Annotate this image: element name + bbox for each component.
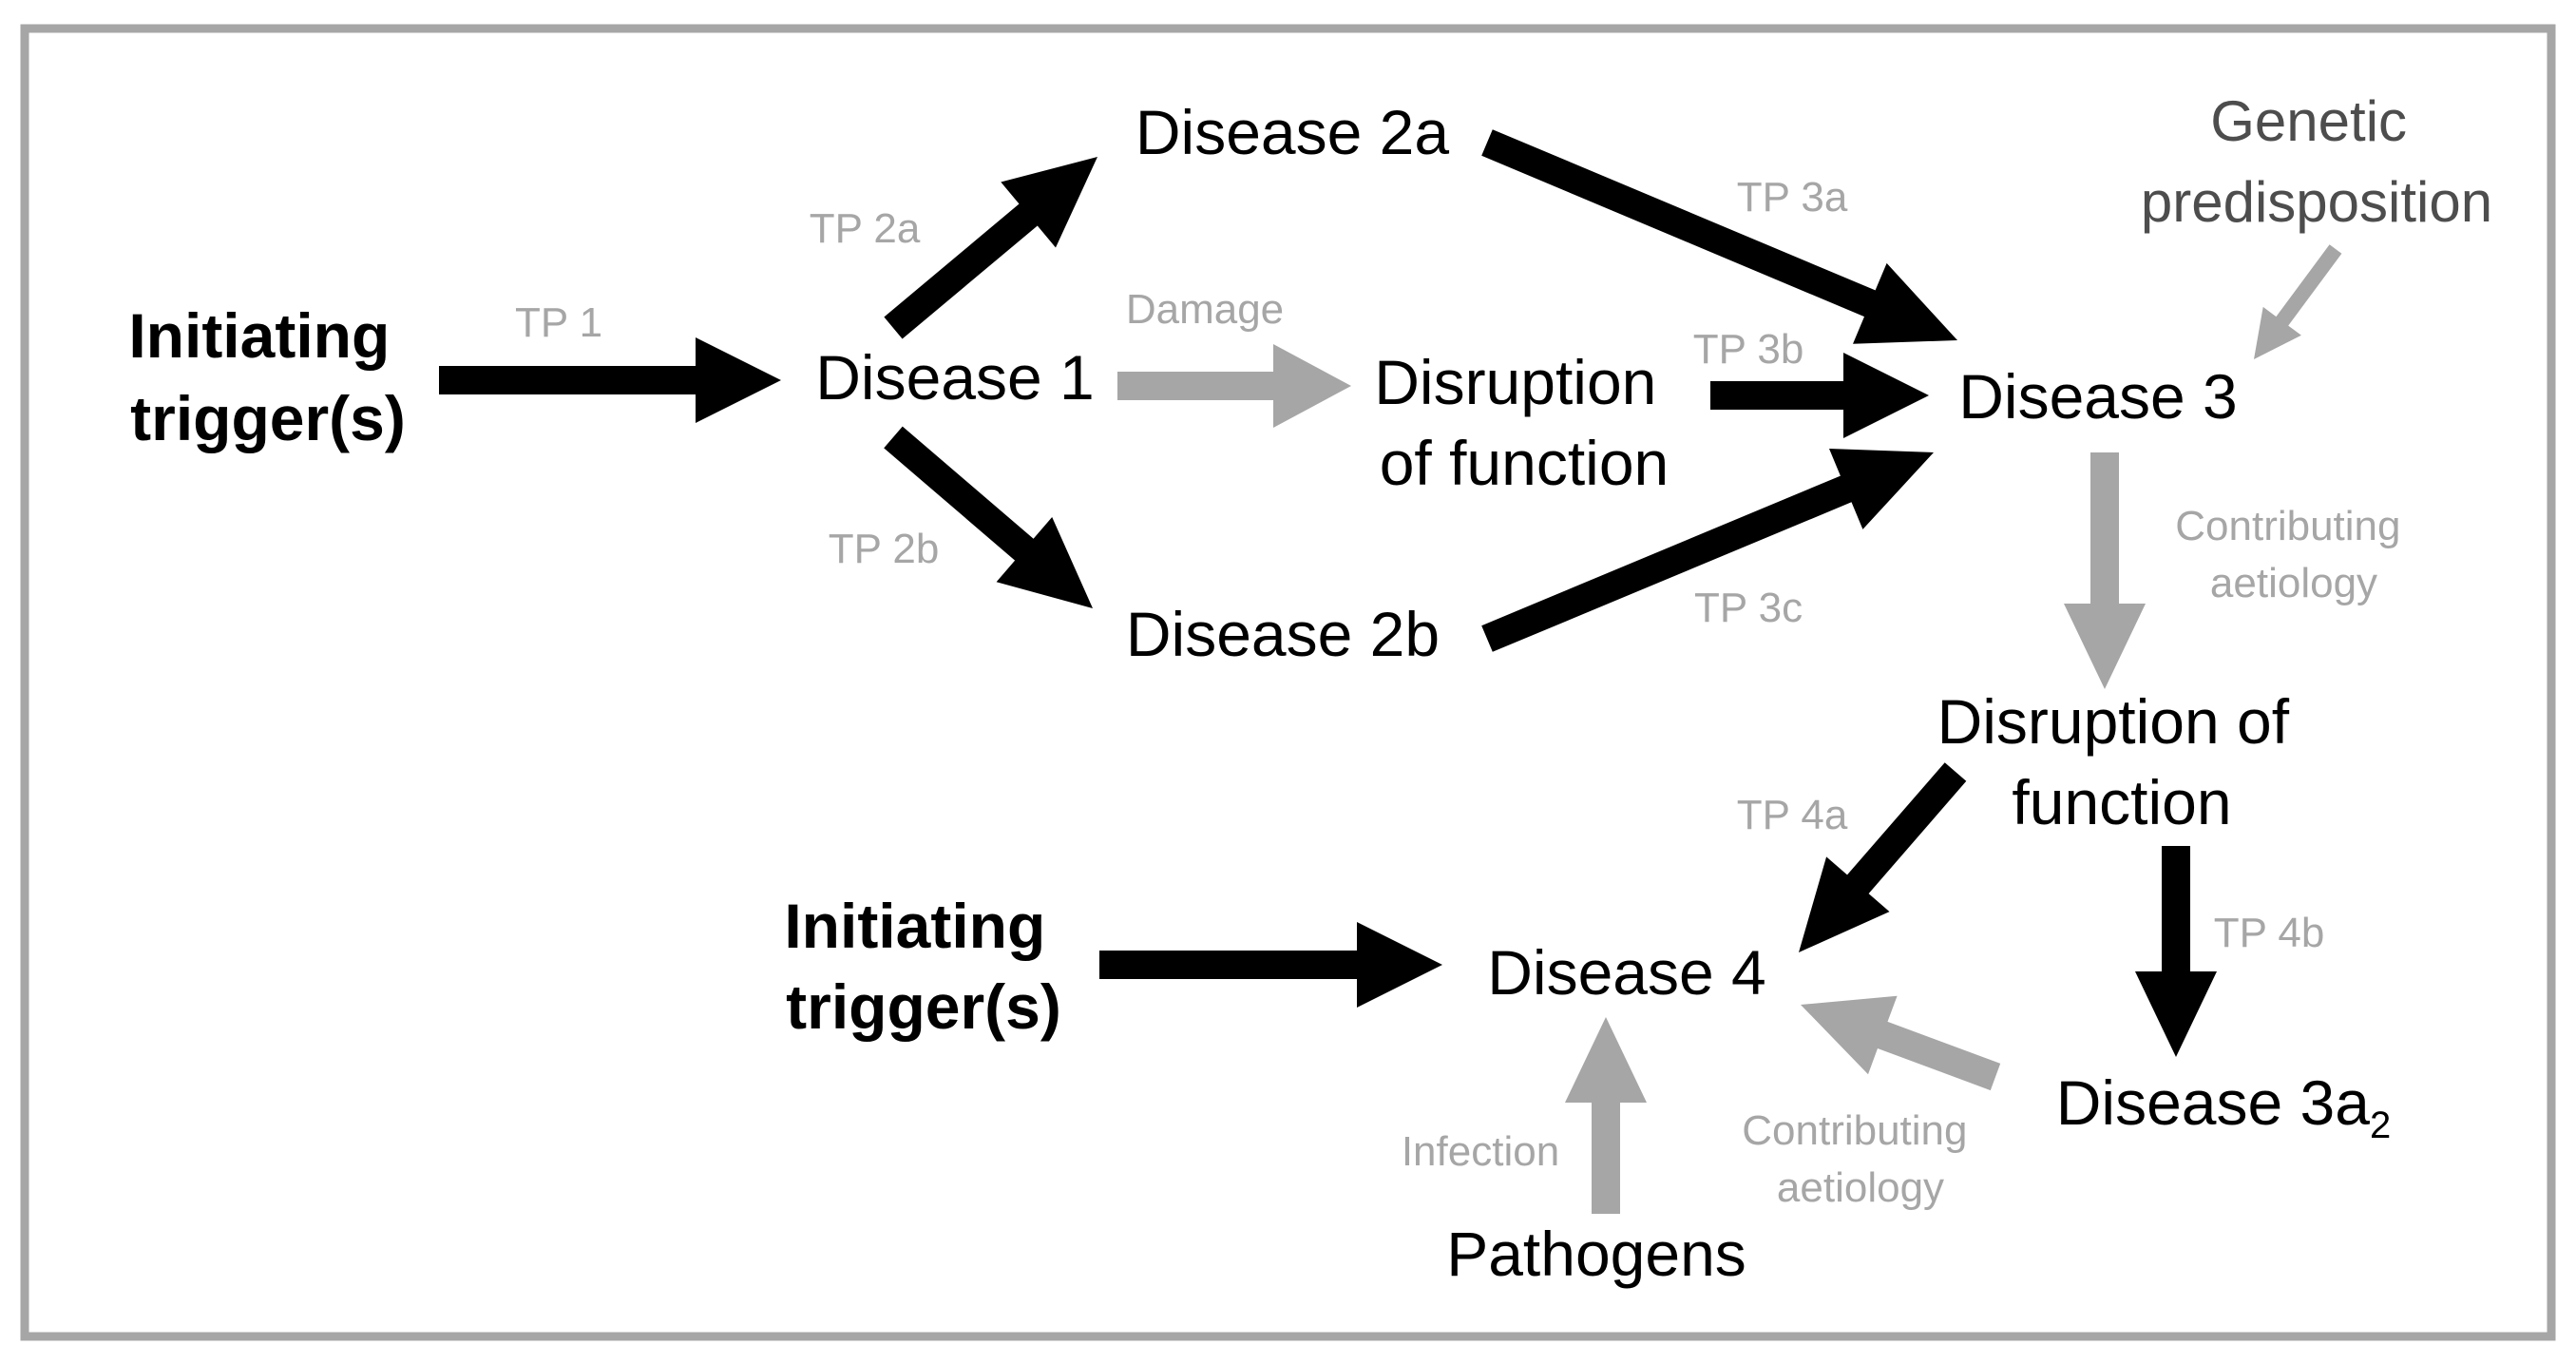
node-disease-1: Disease 1 (815, 342, 1095, 413)
arrow-disruption-to-disease-3 (1710, 353, 1929, 438)
label-tp2b: TP 2b (829, 526, 940, 572)
node-initiating-trigger-top: Initiating trigger(s) (128, 300, 407, 453)
node-disruption-of-function-bottom: Disruption of function (1937, 686, 2307, 837)
node-disease-3: Disease 3 (1958, 361, 2238, 432)
diagram-border (20, 24, 2556, 1341)
node-disease-3a2: Disease 3a2 (2056, 1067, 2391, 1146)
label-tp4b: TP 4b (2214, 910, 2325, 956)
node-genetic-predisposition: Genetic predisposition (2141, 89, 2492, 234)
label-tp2a: TP 2a (810, 205, 921, 252)
label-contributing-aetiology-top: Contributing aetiology (2175, 503, 2413, 606)
arrow-disease-3a2-to-disease-4 (1801, 995, 2001, 1091)
label-contributing-aetiology-bottom: Contributing aetiology (1742, 1107, 1979, 1211)
arrow-disease-1-to-disruption (1117, 344, 1351, 428)
arrow-trigger-to-disease-1 (439, 337, 781, 423)
arrow-disease-2a-to-disease-3 (1481, 129, 1957, 344)
arrow-layer (439, 129, 2342, 1214)
label-tp3a: TP 3a (1737, 174, 1848, 221)
node-pathogens: Pathogens (1446, 1219, 1746, 1289)
arrow-disease-3-to-disruption (2064, 452, 2146, 689)
node-initiating-trigger-bottom: Initiating trigger(s) (784, 891, 1062, 1042)
arrow-disease-1-to-disease-2a (884, 157, 1097, 339)
label-tp3c: TP 3c (1694, 585, 1803, 631)
arrow-disruption-to-disease-4 (1799, 762, 1967, 952)
arrow-disease-1-to-disease-2b (884, 426, 1093, 608)
node-disruption-of-function-top: Disruption of function (1374, 347, 1673, 498)
label-damage: Damage (1126, 286, 1284, 333)
arrow-genetic-to-disease-3 (2254, 244, 2342, 359)
arrow-pathogens-to-disease-4 (1565, 1017, 1647, 1214)
label-infection: Infection (1402, 1128, 1559, 1175)
arrow-trigger-to-disease-4 (1099, 922, 1442, 1008)
node-disease-2b: Disease 2b (1126, 599, 1440, 669)
arrow-disease-2b-to-disease-3 (1481, 449, 1934, 652)
label-tp4a: TP 4a (1737, 792, 1848, 838)
node-disease-2a: Disease 2a (1135, 97, 1449, 167)
node-disease-4: Disease 4 (1487, 937, 1766, 1008)
label-tp1: TP 1 (515, 299, 602, 346)
arrow-disruption-to-disease-3a2 (2135, 846, 2217, 1057)
label-tp3b: TP 3b (1693, 326, 1804, 373)
